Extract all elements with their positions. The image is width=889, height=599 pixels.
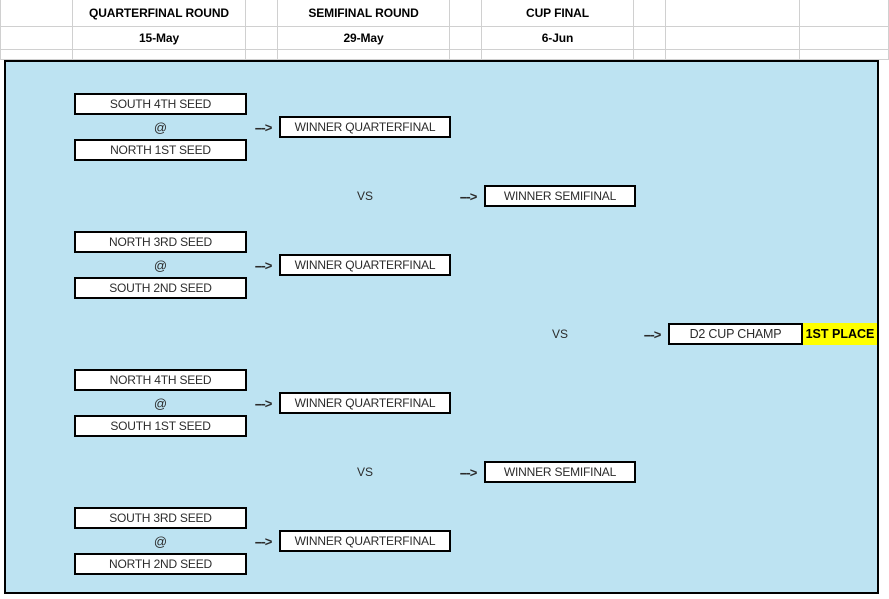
- seed-box-south-2nd[interactable]: SOUTH 2ND SEED: [74, 277, 247, 299]
- arrow-to-quarterfinal-winner-4: --->: [254, 533, 273, 549]
- arrow-to-cup-champion: --->: [643, 326, 662, 342]
- seed-box-south-1st[interactable]: SOUTH 1ST SEED: [74, 415, 247, 437]
- arrow-to-quarterfinal-winner-2: --->: [254, 257, 273, 273]
- grid-line-vertical: [665, 0, 666, 60]
- header-date-semifinal-round: 29-May: [343, 30, 384, 45]
- at-symbol: @: [153, 119, 168, 135]
- at-symbol: @: [153, 533, 168, 549]
- header-date-cup-final: 6-Jun: [541, 30, 574, 45]
- vs-label-semifinal-1: VS: [356, 189, 373, 203]
- vs-label-semifinal-2: VS: [356, 465, 373, 479]
- arrow-to-quarterfinal-winner-1: --->: [254, 119, 273, 135]
- at-symbol: @: [153, 257, 168, 273]
- winner-semifinal-box-2[interactable]: WINNER SEMIFINAL: [484, 461, 636, 483]
- grid-line-vertical: [0, 0, 1, 60]
- grid-line-vertical: [449, 0, 450, 60]
- grid-line-vertical: [481, 0, 482, 60]
- seed-box-south-4th[interactable]: SOUTH 4TH SEED: [74, 93, 247, 115]
- header-title-cup-final: CUP FINAL: [526, 6, 589, 20]
- arrow-to-semifinal-winner-2: --->: [459, 464, 478, 480]
- grid-line-vertical: [633, 0, 634, 60]
- winner-quarterfinal-box-2[interactable]: WINNER QUARTERFINAL: [279, 254, 451, 276]
- grid-line-horizontal: [0, 49, 889, 50]
- grid-line-horizontal: [0, 26, 889, 27]
- winner-semifinal-box-1[interactable]: WINNER SEMIFINAL: [484, 185, 636, 207]
- grid-line-vertical: [277, 0, 278, 60]
- arrow-to-semifinal-winner-1: --->: [459, 188, 478, 204]
- winner-quarterfinal-box-1[interactable]: WINNER QUARTERFINAL: [279, 116, 451, 138]
- seed-box-north-4th[interactable]: NORTH 4TH SEED: [74, 369, 247, 391]
- header-title-semifinal-round: SEMIFINAL ROUND: [308, 6, 419, 20]
- winner-quarterfinal-box-4[interactable]: WINNER QUARTERFINAL: [279, 530, 451, 552]
- header-title-quarterfinal-round: QUARTERFINAL ROUND: [89, 6, 229, 20]
- winner-quarterfinal-box-3[interactable]: WINNER QUARTERFINAL: [279, 392, 451, 414]
- arrow-to-quarterfinal-winner-3: --->: [254, 395, 273, 411]
- grid-line-horizontal: [0, 59, 889, 60]
- seed-box-north-1st[interactable]: NORTH 1ST SEED: [74, 139, 247, 161]
- vs-label-cup-final: VS: [551, 327, 568, 341]
- grid-line-vertical: [72, 0, 73, 60]
- bracket-panel: SOUTH 4TH SEED @ NORTH 1ST SEED ---> WIN…: [4, 60, 879, 594]
- grid-line-vertical: [799, 0, 800, 60]
- seed-box-north-3rd[interactable]: NORTH 3RD SEED: [74, 231, 247, 253]
- grid-line-vertical: [245, 0, 246, 60]
- header-date-quarterfinal-round: 15-May: [138, 30, 180, 45]
- at-symbol: @: [153, 395, 168, 411]
- d2-cup-champion-box[interactable]: D2 CUP CHAMP: [668, 323, 803, 345]
- seed-box-south-3rd[interactable]: SOUTH 3RD SEED: [74, 507, 247, 529]
- first-place-badge: 1ST PLACE: [803, 323, 877, 345]
- seed-box-north-2nd[interactable]: NORTH 2ND SEED: [74, 553, 247, 575]
